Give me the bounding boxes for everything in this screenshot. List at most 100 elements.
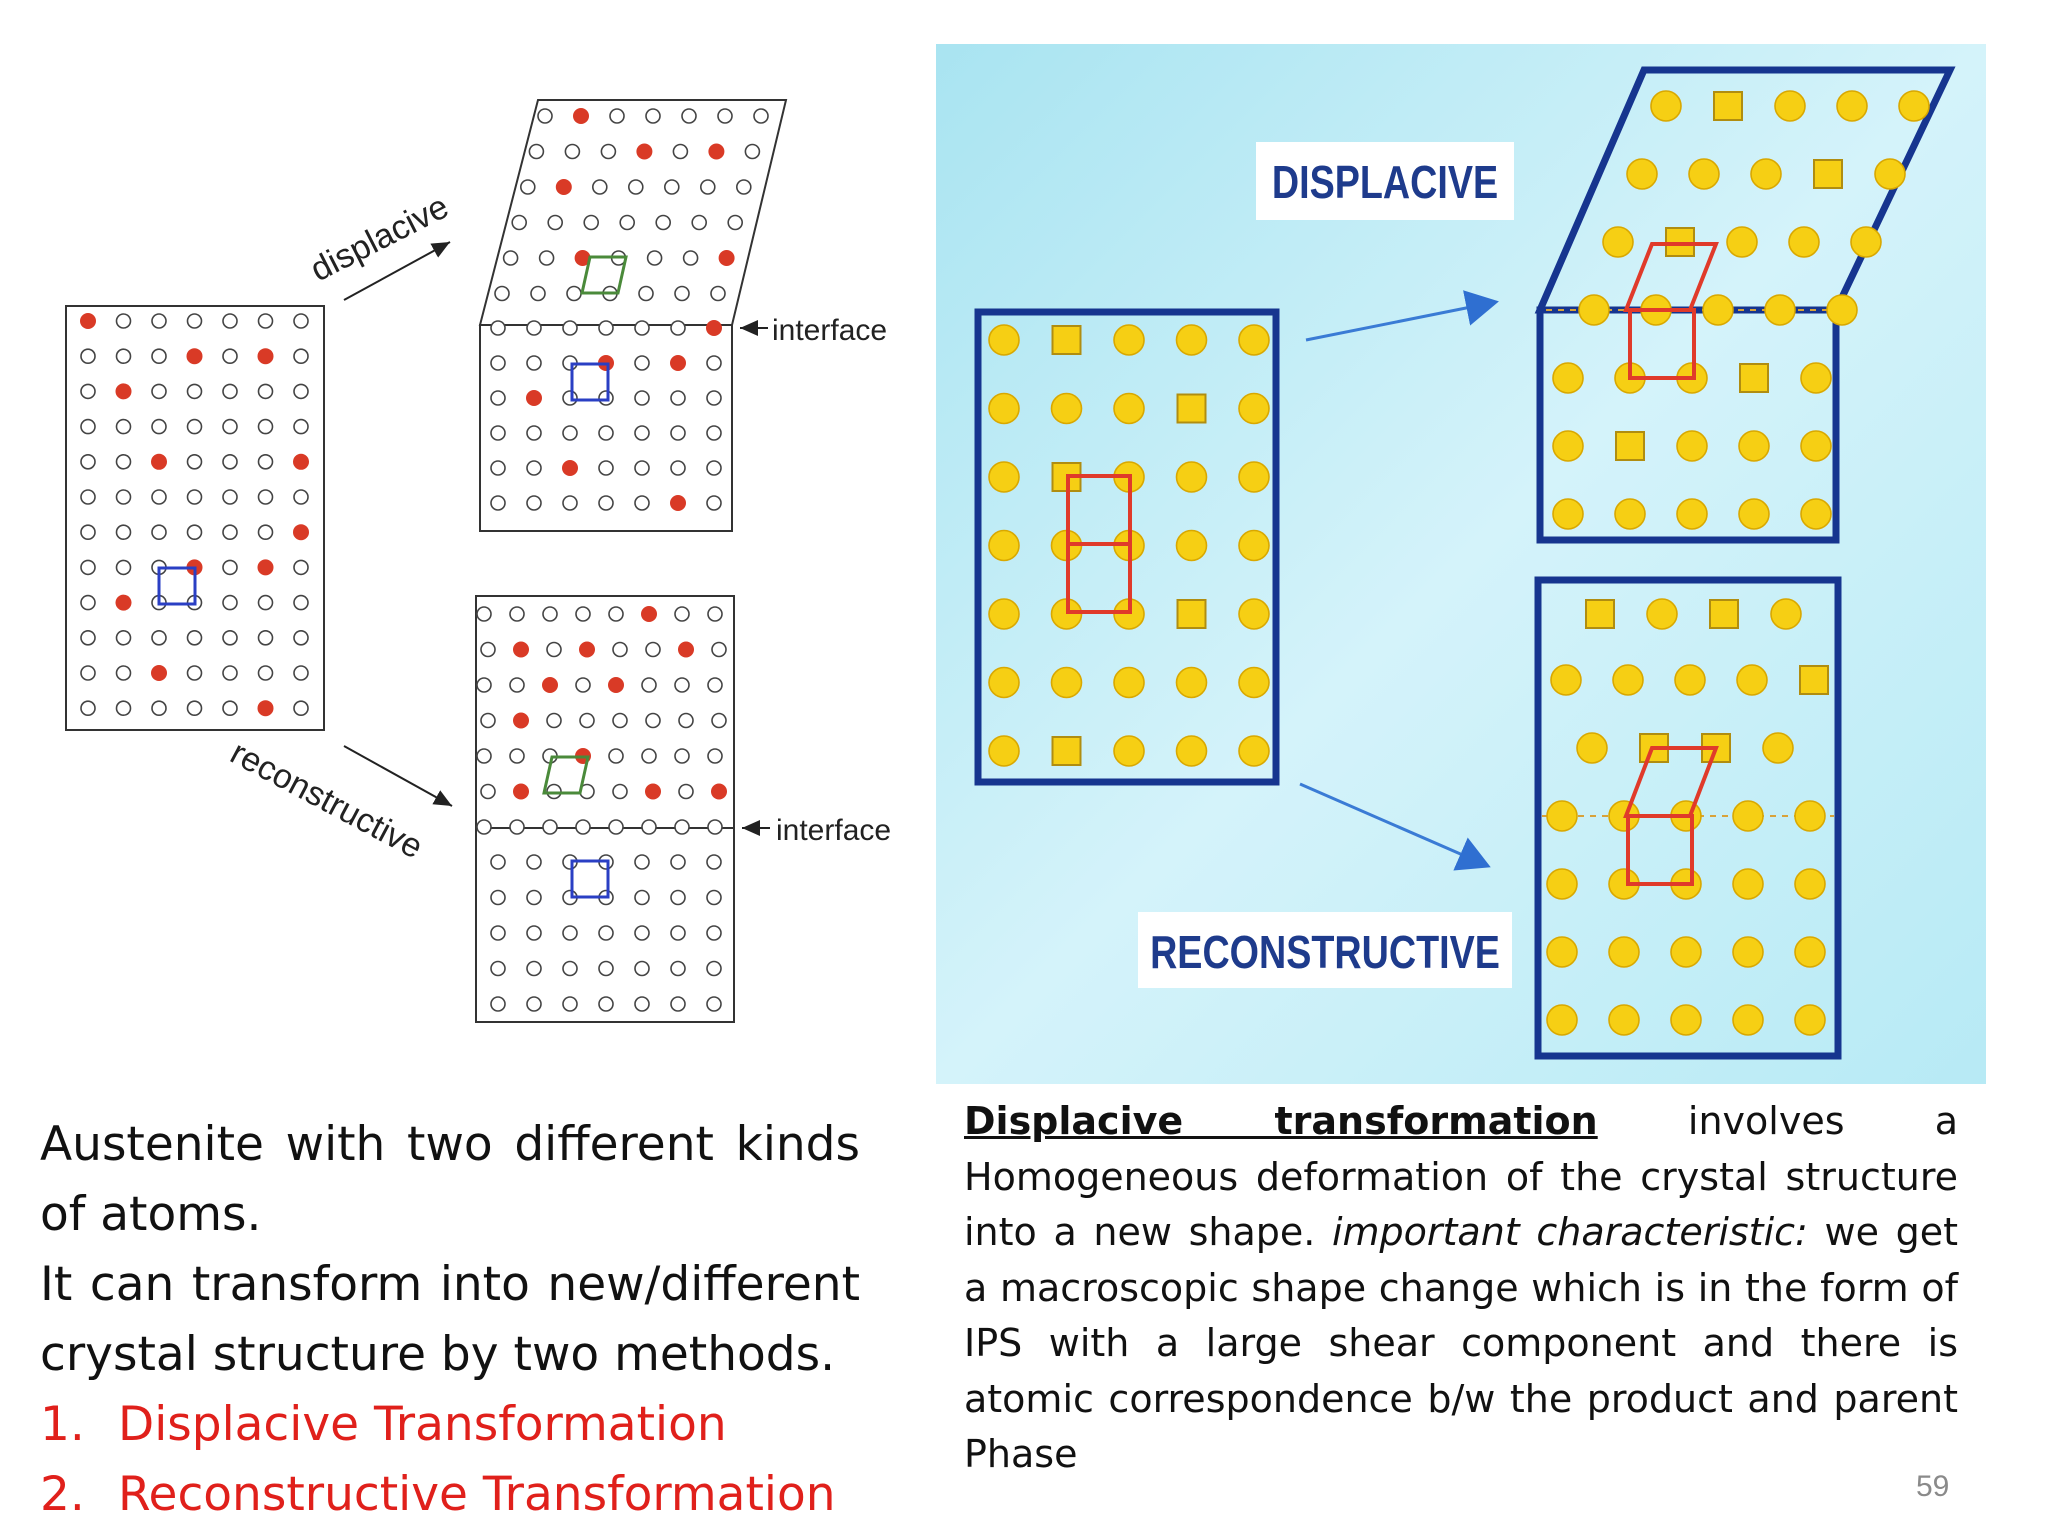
solvent-atom [257, 524, 274, 541]
yellow-atom [1836, 90, 1868, 122]
yellow-atom [1238, 598, 1270, 630]
solvent-atom [293, 348, 309, 365]
solute-atom [711, 783, 727, 800]
solvent-atom [546, 641, 562, 658]
solvent-atom [509, 606, 525, 622]
solvent-atom [490, 355, 506, 371]
yellow-atom [988, 461, 1020, 493]
solvent-atom [257, 489, 274, 505]
solute-atom [293, 453, 309, 470]
solvent-atom [509, 677, 525, 693]
definition-emphasis: important characteristic: [1331, 1210, 1808, 1254]
yellow-atom [1576, 732, 1608, 764]
solute-atom [257, 348, 274, 365]
solvent-atom [80, 594, 96, 611]
solvent-atom [670, 390, 686, 406]
solvent-atom [706, 460, 722, 476]
solute-atom [115, 383, 132, 400]
solvent-atom [222, 524, 238, 541]
solvent-atom [511, 214, 528, 231]
method-label: Reconstructive Transformation [118, 1467, 836, 1522]
yellow-atom [1898, 90, 1930, 122]
solute-atom [706, 320, 722, 336]
solvent-atom [115, 489, 132, 505]
displacive-blue-arrow [1305, 290, 1499, 342]
solvent-atom [526, 960, 542, 977]
parent-red-cell-lower [1066, 542, 1132, 614]
solvent-atom [151, 383, 167, 400]
yellow-square-atom [1176, 599, 1207, 629]
solvent-atom [645, 712, 661, 729]
solvent-atom [530, 285, 546, 302]
solvent-atom [186, 418, 203, 435]
solvent-atom [598, 960, 614, 977]
solute-atom [115, 594, 132, 611]
yellow-atom [1113, 735, 1145, 767]
solvent-atom [115, 524, 132, 541]
displacive-title: DISPLACIVE [1272, 156, 1498, 207]
solvent-atom [490, 320, 506, 336]
yellow-square-atom [1615, 431, 1645, 461]
yellow-square-atom [1739, 363, 1769, 393]
solvent-atom [707, 606, 723, 622]
solvent-atom [598, 460, 614, 476]
method-number: 1. [40, 1397, 85, 1452]
solvent-atom [528, 143, 545, 160]
yellow-atom [1175, 461, 1208, 493]
yellow-atom [1552, 430, 1584, 462]
solvent-atom [115, 629, 132, 646]
solvent-atom [490, 460, 506, 476]
solvent-atom [670, 425, 686, 441]
displacive-label: displacive [304, 187, 454, 289]
solvent-atom [562, 925, 578, 941]
solvent-atom [151, 489, 167, 505]
yellow-atom [1238, 666, 1270, 699]
solvent-atom [547, 214, 564, 231]
yellow-atom [1670, 936, 1702, 968]
reconstructive-red-cell-parent [1626, 814, 1694, 886]
solvent-atom [575, 677, 591, 693]
solute-atom [513, 712, 529, 729]
solvent-atom [222, 629, 238, 646]
yellow-atom [1113, 666, 1145, 699]
solvent-atom [612, 783, 628, 800]
solvent-atom [753, 108, 769, 124]
solvent-atom [682, 250, 699, 266]
solvent-atom [490, 960, 506, 977]
solvent-atom [612, 641, 628, 658]
yellow-atom [1113, 324, 1145, 356]
yellow-atom [1552, 362, 1584, 394]
yellow-atom [1750, 158, 1782, 190]
solvent-atom [674, 819, 690, 835]
solvent-atom [564, 143, 581, 160]
yellow-atom [1764, 294, 1796, 326]
yellow-atom [1788, 226, 1820, 258]
solute-atom [293, 524, 309, 541]
solute-atom [718, 250, 735, 266]
solvent-atom [706, 390, 722, 406]
solvent-atom [526, 996, 542, 1012]
intro-line-2: It can transform into new/different crys… [40, 1257, 860, 1382]
solvent-atom [293, 665, 309, 681]
solvent-atom [670, 960, 686, 977]
solvent-atom [151, 418, 167, 435]
solvent-atom [735, 179, 752, 195]
solvent-atom [670, 854, 686, 870]
solvent-atom [526, 854, 542, 870]
solute-atom [636, 143, 653, 160]
yellow-square-atom [1713, 91, 1743, 121]
solvent-atom [598, 390, 614, 406]
solvent-atom [293, 489, 309, 505]
reconstructive-unit-cell [570, 859, 610, 899]
solute-atom [645, 783, 661, 800]
displacive-arrow [343, 241, 451, 301]
solvent-atom [222, 418, 238, 435]
solvent-atom [80, 489, 96, 505]
solvent-atom [257, 594, 274, 611]
solvent-atom [707, 748, 723, 764]
yellow-atom [1738, 498, 1770, 530]
solvent-atom [634, 425, 650, 441]
solvent-atom [526, 425, 542, 441]
solvent-atom [151, 629, 167, 646]
solvent-atom [293, 559, 309, 576]
